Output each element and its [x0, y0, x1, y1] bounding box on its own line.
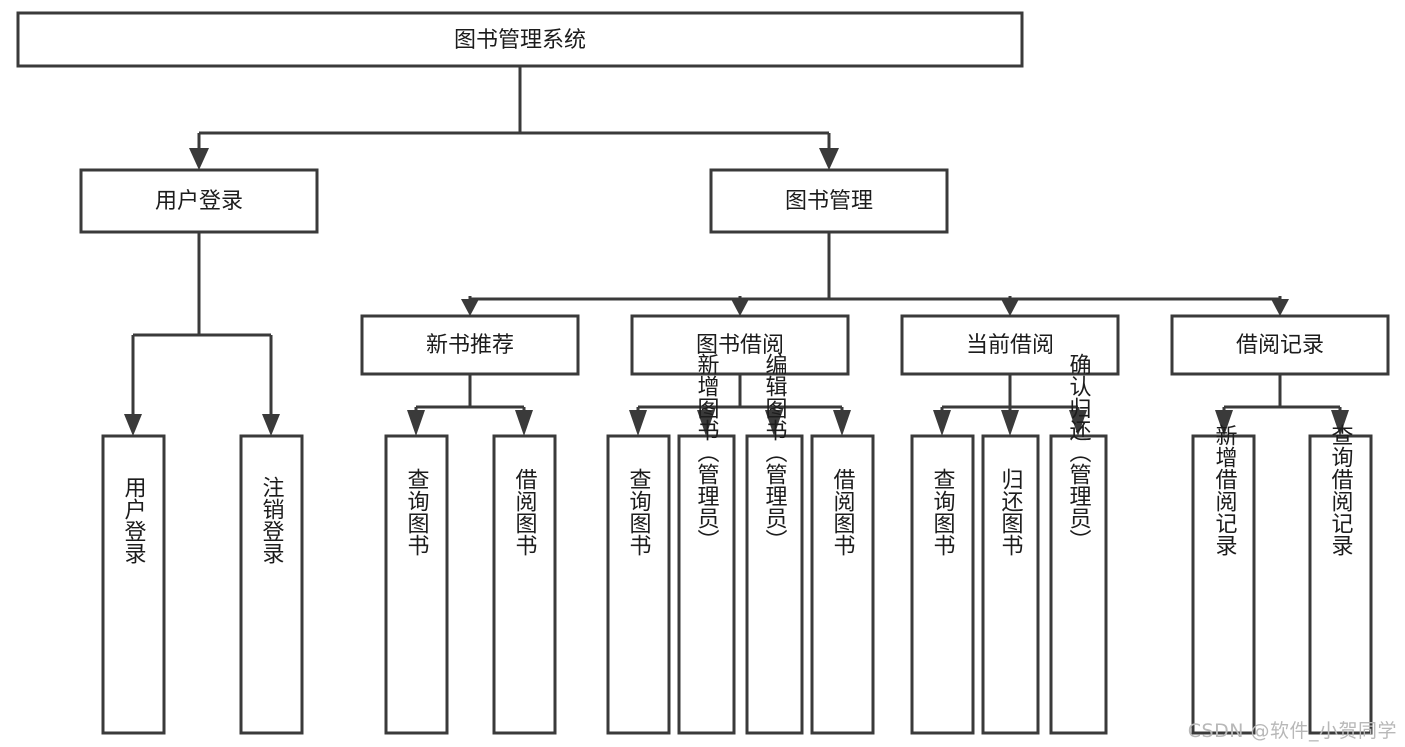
- leaf-logout-label: 注销登录: [259, 476, 285, 564]
- node-new-book-recommend[interactable]: 新书推荐: [360, 314, 580, 376]
- leaf-br-query-record-box[interactable]: [1308, 434, 1373, 735]
- leaf-bb-add-book[interactable]: 新增图书（管理员）: [677, 353, 736, 735]
- arrow-head-br-leaf2: [1331, 410, 1349, 436]
- node-book-borrow-label: 图书借阅: [696, 333, 784, 358]
- leaf-br-add-record-label: 新增借阅记录: [1212, 424, 1238, 556]
- arrow-head-book-borrow: [731, 299, 749, 316]
- leaf-cb-query-book-label: 查询图书: [930, 468, 956, 556]
- leaf-cb-confirm-return-box[interactable]: [1049, 434, 1108, 735]
- arrow-head-br-leaf1: [1215, 410, 1233, 436]
- arrow-head-bb-leaf1: [629, 410, 647, 436]
- node-new-book-recommend-box[interactable]: [360, 314, 580, 376]
- leaf-nb-borrow-book-label: 借阅图书: [512, 468, 538, 556]
- node-root-label: 图书管理系统: [454, 28, 586, 53]
- node-borrow-record[interactable]: 借阅记录: [1170, 314, 1390, 376]
- connectors: [124, 66, 1349, 436]
- node-user-login[interactable]: 用户登录: [79, 168, 319, 234]
- leaf-br-query-record-label: 查询借阅记录: [1328, 424, 1354, 556]
- leaf-br-add-record-box[interactable]: [1191, 434, 1256, 735]
- node-current-borrow-box[interactable]: [900, 314, 1120, 376]
- arrow-head-bb-leaf2: [697, 410, 715, 436]
- leaf-br-query-record[interactable]: 查询借阅记录: [1308, 424, 1373, 735]
- node-borrow-record-label: 借阅记录: [1236, 333, 1324, 358]
- node-root[interactable]: 图书管理系统: [16, 11, 1024, 68]
- arrow-head-book-mgmt: [819, 148, 839, 170]
- node-book-management-box[interactable]: [709, 168, 949, 234]
- leaf-cb-confirm-return-label: 确认归还（管理员）: [1066, 353, 1092, 551]
- leaf-bb-borrow-book-box[interactable]: [810, 434, 875, 735]
- leaf-cb-return-book-box[interactable]: [981, 434, 1040, 735]
- arrow-head-leaf-user-login: [124, 414, 142, 436]
- arrow-head-cb-leaf2: [1001, 410, 1019, 436]
- node-current-borrow-label: 当前借阅: [966, 333, 1054, 358]
- leaf-bb-borrow-book[interactable]: 借阅图书: [810, 434, 875, 735]
- leaf-br-add-record[interactable]: 新增借阅记录: [1191, 424, 1256, 735]
- arrow-head-current-borrow: [1001, 299, 1019, 316]
- leaf-nb-borrow-book-box[interactable]: [492, 434, 557, 735]
- node-book-management[interactable]: 图书管理: [709, 168, 949, 234]
- leaf-bb-edit-book-label: 编辑图书（管理员）: [762, 353, 788, 551]
- node-root-box[interactable]: [16, 11, 1024, 68]
- leaf-bb-add-book-box[interactable]: [677, 434, 736, 735]
- leaf-bb-query-book-box[interactable]: [606, 434, 671, 735]
- arrow-head-borrow-record: [1271, 299, 1289, 316]
- leaf-nb-borrow-book[interactable]: 借阅图书: [492, 434, 557, 735]
- leaf-cb-return-book[interactable]: 归还图书: [981, 434, 1040, 735]
- leaf-user-login[interactable]: 用户登录: [101, 434, 166, 735]
- leaf-bb-query-book-label: 查询图书: [626, 468, 652, 556]
- arrow-head-nb-leaf2: [515, 410, 533, 436]
- arrow-head-cb-leaf1: [933, 410, 951, 436]
- leaf-user-login-label: 用户登录: [121, 476, 147, 564]
- leaf-cb-return-book-label: 归还图书: [998, 468, 1024, 556]
- leaf-cb-query-book-box[interactable]: [910, 434, 975, 735]
- node-book-borrow[interactable]: 图书借阅: [630, 314, 850, 376]
- arrow-head-user-login: [189, 148, 209, 170]
- leaf-user-login-box[interactable]: [101, 434, 166, 735]
- node-user-login-box[interactable]: [79, 168, 319, 234]
- node-current-borrow[interactable]: 当前借阅: [900, 314, 1120, 376]
- leaf-bb-query-book[interactable]: 查询图书: [606, 434, 671, 735]
- leaf-logout-box[interactable]: [239, 434, 304, 735]
- arrow-head-new-book: [461, 299, 479, 316]
- arrow-head-leaf-logout: [262, 414, 280, 436]
- leaf-bb-edit-book-box[interactable]: [745, 434, 804, 735]
- leaf-bb-add-book-label: 新增图书（管理员）: [694, 353, 720, 551]
- node-book-management-label: 图书管理: [785, 189, 873, 214]
- node-user-login-label: 用户登录: [155, 189, 243, 214]
- arrow-head-bb-leaf4: [833, 410, 851, 436]
- leaf-nb-query-book-label: 查询图书: [404, 468, 430, 556]
- arrow-head-nb-leaf1: [407, 410, 425, 436]
- node-book-borrow-box[interactable]: [630, 314, 850, 376]
- arrow-head-cb-leaf3: [1069, 410, 1087, 436]
- arrow-head-bb-leaf3: [765, 410, 783, 436]
- leaf-cb-query-book[interactable]: 查询图书: [910, 434, 975, 735]
- leaf-logout[interactable]: 注销登录: [239, 434, 304, 735]
- leaf-cb-confirm-return[interactable]: 确认归还（管理员）: [1049, 353, 1108, 735]
- leaf-nb-query-book-box[interactable]: [384, 434, 449, 735]
- leaf-bb-borrow-book-label: 借阅图书: [830, 468, 856, 556]
- leaf-nb-query-book[interactable]: 查询图书: [384, 434, 449, 735]
- node-borrow-record-box[interactable]: [1170, 314, 1390, 376]
- node-new-book-recommend-label: 新书推荐: [426, 333, 514, 358]
- leaf-bb-edit-book[interactable]: 编辑图书（管理员）: [745, 353, 804, 735]
